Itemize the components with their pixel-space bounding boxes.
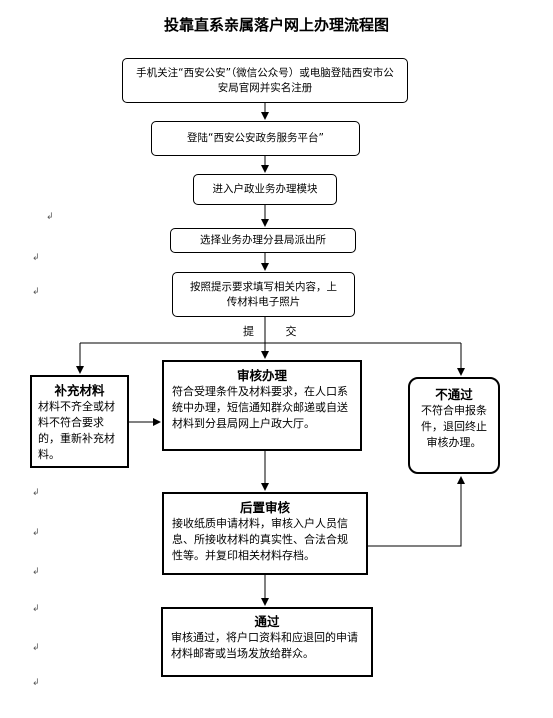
step-enter-module-text: 进入户政业务办理模块 <box>212 183 318 195</box>
step-select-station-text: 选择业务办理分县局派出所 <box>200 234 326 246</box>
paragraph-mark: ↲ <box>46 212 54 222</box>
step-register: 手机关注“西安公安”（微信公众号）或电脑登陆西安市公安局官网并实名注册 <box>122 58 408 103</box>
arrow-postreview-reject <box>368 476 465 547</box>
paragraph-mark: ↲ <box>32 488 40 498</box>
step-fill-upload: 按照提示要求填写相关内容，上传材料电子照片 <box>172 272 355 317</box>
submit-label: 提 交 <box>243 325 311 338</box>
reject-title: 不通过 <box>435 387 473 402</box>
step-login-platform-text: 登陆“西安公安政务服务平台” <box>187 132 324 144</box>
step-select-station: 选择业务办理分县局派出所 <box>170 228 356 253</box>
step-login-platform: 登陆“西安公安政务服务平台” <box>151 121 360 156</box>
paragraph-mark: ↲ <box>32 253 40 263</box>
review-title: 审核办理 <box>236 368 287 383</box>
paragraph-mark: ↲ <box>32 604 40 614</box>
reject-body: 不符合申报条件，退回终止审核办理。 <box>421 404 487 449</box>
diagram-title: 投靠直系亲属落户网上办理流程图 <box>163 16 389 34</box>
review-body: 符合受理条件及材料要求，在人口系统中办理，短信通知群众邮递或自送材料到分县局网上… <box>172 385 348 430</box>
box-reject: 不通过 不符合申报条件，退回终止审核办理。 <box>408 377 500 474</box>
paragraph-mark: ↲ <box>32 287 40 297</box>
step-enter-module: 进入户政业务办理模块 <box>193 174 337 205</box>
step-fill-upload-text: 按照提示要求填写相关内容，上传材料电子照片 <box>190 280 337 308</box>
post-review-title: 后置审核 <box>239 500 290 515</box>
step-register-text: 手机关注“西安公安”（微信公众号）或电脑登陆西安市公安局官网并实名注册 <box>136 66 394 94</box>
paragraph-mark: ↲ <box>32 678 40 688</box>
box-supplement: 补充材料 材料不齐全或材料不符合要求的，重新补充材料。 <box>30 375 129 468</box>
post-review-body: 接收纸质申请材料，审核入户人员信息、所接收材料的真实性、合法合规性等。并复印相关… <box>172 517 348 562</box>
paragraph-mark: ↲ <box>32 567 40 577</box>
box-post-review: 后置审核 接收纸质申请材料，审核入户人员信息、所接收材料的真实性、合法合规性等。… <box>162 492 368 575</box>
box-pass: 通过 审核通过，将户口资料和应退回的申请材料邮寄或当场发放给群众。 <box>161 607 373 677</box>
box-review: 审核办理 符合受理条件及材料要求，在人口系统中办理，短信通知群众邮递或自送材料到… <box>162 360 362 451</box>
paragraph-mark: ↲ <box>32 643 40 653</box>
pass-title: 通过 <box>254 614 280 629</box>
pass-body: 审核通过，将户口资料和应退回的申请材料邮寄或当场发放给群众。 <box>171 631 358 660</box>
supplement-title: 补充材料 <box>54 383 105 398</box>
supplement-body: 材料不齐全或材料不符合要求的，重新补充材料。 <box>38 400 115 461</box>
paragraph-mark: ↲ <box>32 528 40 538</box>
